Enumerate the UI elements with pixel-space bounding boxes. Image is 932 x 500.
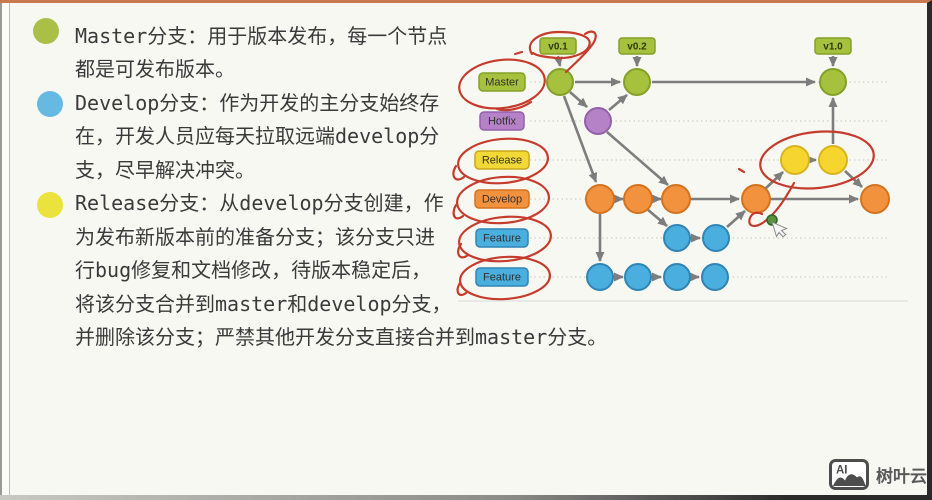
purple-commit-node (584, 107, 612, 135)
version-tag-v1.0 (814, 37, 852, 55)
orange-commit-node (623, 184, 653, 214)
left-edge-strip (0, 3, 9, 500)
logo-ai-text: AI (836, 465, 848, 477)
annotation-v01-flourish (564, 30, 597, 74)
annotation-feature1-tail (457, 242, 470, 259)
green-commit-node (623, 68, 651, 96)
version-tag-v0.1 (539, 37, 577, 55)
commit-edge-arrow (562, 95, 598, 183)
annotation-develop-merge-curve (748, 181, 796, 228)
watermark: AI 树叶云 (829, 459, 927, 490)
orange-commit-node (585, 184, 615, 214)
branch-label-pill-develop (474, 189, 530, 209)
legend-line: 支，尽早解决冲突。 (75, 158, 255, 182)
mouse-cursor (766, 214, 788, 238)
version-tag-v0.2 (618, 37, 656, 55)
legend-line: 都是可发布版本。 (75, 57, 235, 81)
annotation-master-tail (495, 100, 533, 112)
annotation-master-circle (458, 58, 546, 110)
annotation-v01-dash (513, 50, 524, 56)
branch-label-text: Develop (482, 194, 522, 206)
commit-edge-arrow (608, 94, 628, 111)
green-commit-node (546, 68, 574, 96)
branch-label-pill-hotfix (479, 111, 525, 131)
red-annotations (452, 30, 875, 301)
ai-photo-logo-icon: AI (829, 459, 869, 490)
branch-label-text: Master (485, 77, 519, 89)
annotation-develop-circle (455, 175, 551, 225)
bottom-border-band (0, 495, 927, 500)
version-tag-text: v1.0 (823, 42, 843, 53)
annotation-feature1-circle (458, 215, 552, 263)
annotation-feature2-circle (458, 255, 552, 301)
git-flow-diagram: MasterHotfixReleaseDevelopFeatureFeature… (452, 30, 908, 302)
branch-legend: Master分支：用于版本发布，每一个节点 都是可发布版本。 Develop分支… (0, 3, 607, 363)
orange-commit-node (860, 184, 890, 214)
blue-commit-node (663, 224, 691, 252)
commit-edge-arrow (606, 131, 669, 186)
commit-edge-arrow (569, 91, 588, 108)
annotation-feature2-tail (456, 281, 468, 297)
green-commit-node (819, 68, 847, 96)
version-tag-text: v0.1 (548, 42, 568, 53)
legend-line: 将该分支合并到master和develop分支， (75, 292, 452, 316)
branch-label-text: Hotfix (488, 116, 517, 128)
blue-commit-node (663, 263, 691, 291)
legend-line: 行bug修复和文档修改，待版本稳定后， (75, 258, 432, 282)
branch-label-text: Feature (483, 272, 521, 284)
branch-label-pill-feature (475, 228, 529, 248)
legend-line: 并删除该分支；严禁其他开发分支直接合并到master分支。 (75, 325, 608, 349)
annotation-release-tail (452, 164, 466, 181)
version-tag-text: v0.2 (627, 42, 647, 53)
commit-edge-arrow (726, 210, 746, 228)
legend-line: Develop分支：作为开发的主分支始终存 (75, 91, 440, 115)
left-rule-line (9, 3, 10, 500)
blue-commit-node (702, 224, 730, 252)
annotation-tick (737, 167, 746, 174)
branch-label-pill-release (474, 150, 530, 170)
orange-commit-node (741, 184, 771, 214)
annotation-release-circle (457, 137, 549, 185)
yellow-commit-node (780, 145, 810, 175)
branch-label-text: Feature (483, 233, 521, 245)
yellow-commit-node (818, 145, 848, 175)
blue-commit-node (624, 263, 652, 291)
annotation-develop-tail (452, 203, 465, 220)
blue-commit-node (701, 263, 729, 291)
branch-label-text: Release (482, 155, 522, 167)
watermark-label: 树叶云 (876, 467, 927, 487)
commit-edge-arrow (764, 171, 784, 190)
legend-line: 为发布新版本前的准备分支；该分支只进 (75, 225, 435, 249)
master-bullet-icon (33, 18, 59, 44)
annotation-release-commits-circle (759, 130, 875, 190)
orange-commit-node (661, 184, 691, 214)
pointer-arrow-icon (771, 221, 788, 238)
branch-label-pill-feature (475, 267, 529, 287)
legend-line: Release分支：从develop分支创建，作 (75, 191, 444, 215)
develop-bullet-icon (37, 91, 63, 117)
branch-label-pill-master (478, 72, 526, 92)
laser-dot-icon (766, 214, 778, 226)
blue-commit-node (586, 263, 614, 291)
diagram-generated: MasterHotfixReleaseDevelopFeatureFeature… (474, 37, 890, 291)
annotation-v01-loop (528, 30, 591, 60)
legend-line: 在，开发人员应每天拉取远端develop分 (75, 124, 440, 148)
legend-line: Master分支：用于版本发布，每一个节点 (75, 24, 448, 48)
commit-edge-arrow (646, 208, 668, 227)
release-bullet-icon (37, 192, 63, 218)
